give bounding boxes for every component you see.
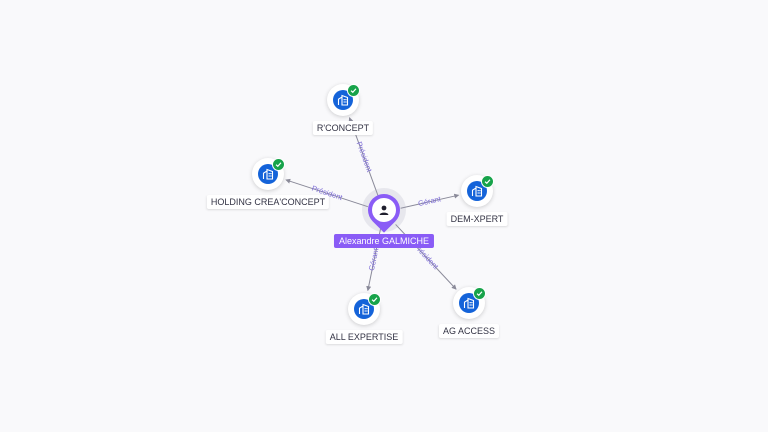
person-node-label: Alexandre GALMICHE bbox=[333, 234, 435, 248]
person-icon bbox=[372, 198, 396, 222]
verified-check-icon bbox=[368, 293, 381, 306]
company-node-label: DEM-XPERT bbox=[446, 212, 508, 226]
verified-check-icon bbox=[272, 158, 285, 171]
edge-label-rconcept: Président bbox=[355, 140, 375, 174]
verified-check-icon bbox=[481, 175, 494, 188]
company-node-label: R'CONCEPT bbox=[312, 121, 374, 135]
edge-label-allexpertise: Gérant bbox=[367, 246, 381, 271]
company-node-label: HOLDING CREA'CONCEPT bbox=[206, 195, 330, 209]
company-node-label: AG ACCESS bbox=[438, 324, 500, 338]
verified-check-icon bbox=[347, 84, 360, 97]
edge-line-demxpert bbox=[400, 193, 460, 209]
verified-check-icon bbox=[473, 287, 486, 300]
edge-label-demxpert: Gérant bbox=[417, 194, 442, 208]
edge-line-holding bbox=[285, 178, 369, 208]
company-node-label: ALL EXPERTISE bbox=[325, 330, 403, 344]
